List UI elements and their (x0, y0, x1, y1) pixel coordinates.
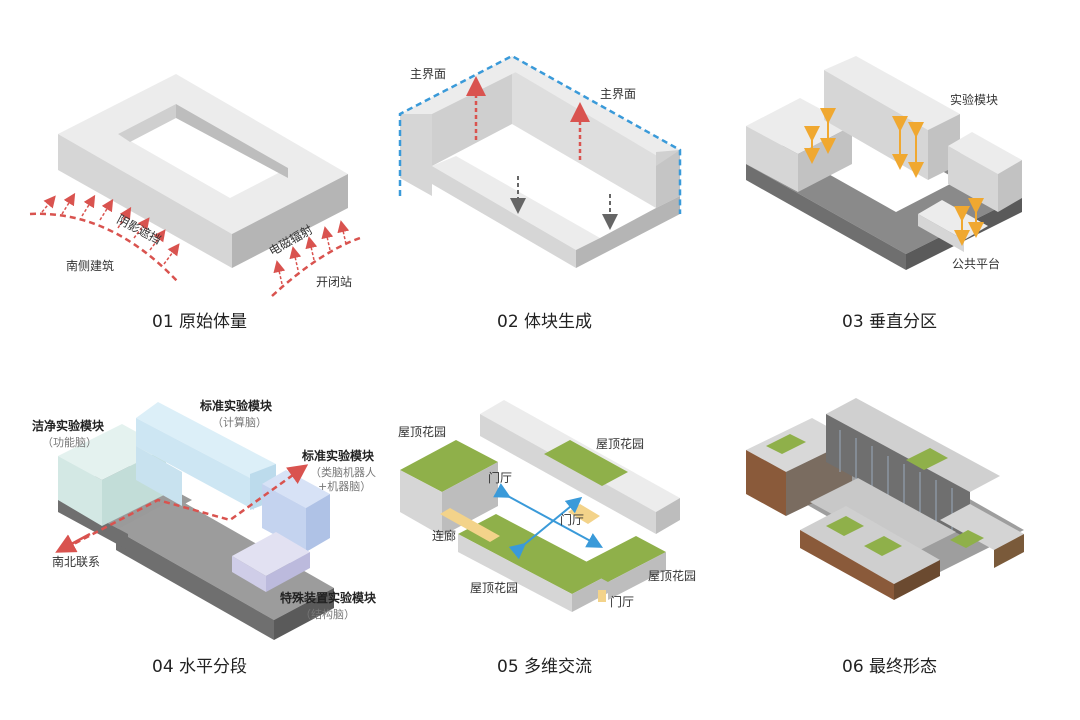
north-south-link (65, 464, 309, 550)
label-clean-lab: 洁净实验模块 (32, 418, 105, 433)
roof-garden-right (544, 440, 628, 486)
label-special-lab: 特殊装置实验模块 (280, 590, 377, 605)
panel-05: 屋顶花园 屋顶花园 屋顶花园 屋顶花园 门厅 门厅 门厅 连廊 05 多维交流 (398, 400, 696, 677)
label-main-left: 主界面 (410, 67, 446, 81)
label-roof-garden-4: 屋顶花园 (648, 568, 696, 583)
panel-06: 06 最终形态 (746, 398, 1024, 677)
label-roof-garden-1: 屋顶花园 (398, 424, 446, 439)
south-building-curve (29, 212, 179, 283)
block-left (58, 134, 232, 268)
back-wall-right (512, 70, 656, 208)
panel-02: 主界面 主界面 02 体块生成 (398, 54, 682, 332)
back-wall-left (432, 70, 512, 166)
courtyard-hole (118, 104, 288, 198)
label-public-platform: 公共平台 (952, 256, 1000, 271)
label-roof-garden-3: 屋顶花园 (470, 580, 518, 595)
roof-garden-front-right (578, 536, 666, 582)
label-special-lab-sub: （结构脑） (300, 607, 355, 621)
label-standard-lab-2-sub1: （类脑机器人 (310, 465, 376, 479)
label-hall-3: 门厅 (610, 594, 634, 609)
label-north-south-link: 南北联系 (52, 554, 100, 569)
caption-06: 06 最终形态 (842, 657, 937, 677)
block-right (232, 174, 348, 268)
label-standard-lab-2: 标准实验模块 (301, 448, 375, 463)
substation-curve (271, 236, 361, 297)
label-hall-2: 门厅 (560, 512, 584, 527)
label-standard-lab-1-sub: （计算脑） (212, 415, 267, 429)
main-interface-outline (398, 54, 682, 214)
label-roof-garden-2: 屋顶花园 (596, 436, 644, 451)
label-south-building: 南侧建筑 (66, 258, 114, 273)
caption-04: 04 水平分段 (152, 657, 247, 677)
label-main-right: 主界面 (600, 87, 636, 101)
label-standard-lab-1: 标准实验模块 (199, 398, 273, 413)
special-lab (232, 532, 310, 576)
label-clean-lab-sub: （功能脑） (42, 435, 97, 449)
standard-lab-2 (262, 470, 330, 508)
label-lab-module: 实验模块 (950, 92, 998, 107)
label-corridor: 连廊 (432, 528, 456, 543)
u-floor (432, 124, 656, 250)
corridor (440, 508, 500, 542)
label-hall-1: 门厅 (488, 470, 512, 485)
caption-02: 02 体块生成 (497, 312, 592, 332)
left-slab-front (400, 114, 432, 196)
panel-01: 阴影遮挡 南侧建筑 电磁辐射 开闭站 01 原始体量 (29, 74, 361, 332)
label-substation: 开闭站 (316, 275, 352, 289)
roof-garden-left (400, 440, 498, 492)
label-standard-lab-2-sub2: +机器脑） (318, 479, 371, 493)
caption-03: 03 垂直分区 (842, 312, 937, 332)
caption-05: 05 多维交流 (497, 657, 592, 677)
panel-04: 洁净实验模块 （功能脑） 标准实验模块 （计算脑） 标准实验模块 （类脑机器人 … (32, 398, 377, 677)
panel-03: 实验模块 公共平台 03 垂直分区 (746, 56, 1022, 332)
caption-01: 01 原始体量 (152, 312, 247, 332)
standard-lab-1 (136, 402, 276, 480)
